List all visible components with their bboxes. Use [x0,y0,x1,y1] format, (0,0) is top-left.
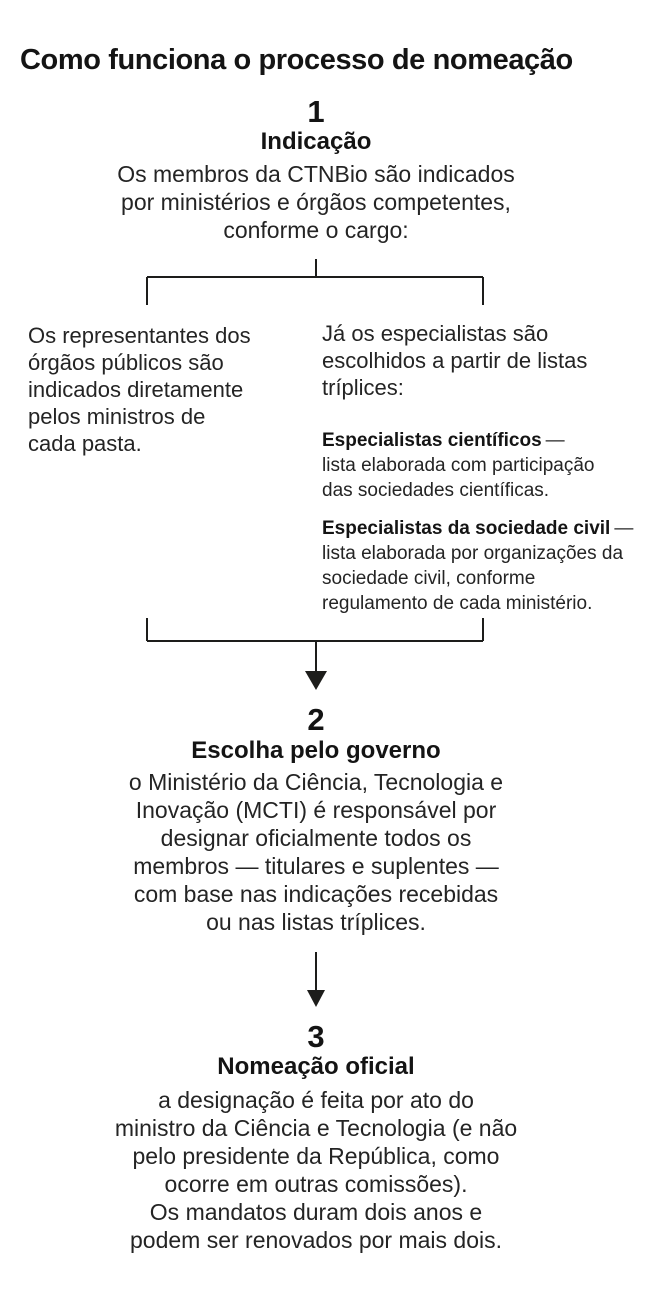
step-1-body: Os membros da CTNBio são indicados por m… [117,161,515,243]
specialist-civil-heading: Especialistas da sociedade civil— [322,516,660,541]
step-1-heading: Indicação [260,128,372,155]
step-1-number: 1 [307,94,325,129]
specialist-scientific-label: Especialistas científicos [322,430,542,451]
merge-bracket-arrow [146,618,484,690]
step-3-number: 3 [307,1019,325,1054]
branch-left-text: Os representantes dos órgãos públicos sã… [28,323,251,456]
em-dash: — [545,430,565,451]
branch-right-intro: Já os especialistas são escolhidos a par… [322,321,588,400]
em-dash: — [614,518,634,539]
step-2-body: o Ministério da Ciência, Tecnologia e In… [128,769,504,935]
step-3-heading: Nomeação oficial [217,1053,415,1080]
specialist-scientific-heading: Especialistas científicos— [322,428,660,453]
page-title: Como funciona o processo de nomeação [20,44,573,77]
specialist-scientific-desc: lista elaborada com participação das soc… [322,455,595,501]
split-bracket-connector [146,259,484,305]
step-3-body: a designação é feita por ato do ministro… [114,1087,518,1253]
specialist-civil-label: Especialistas da sociedade civil [322,518,611,539]
specialist-item-scientific: Especialistas científicos— lista elabora… [322,428,660,503]
step-2-heading: Escolha pelo governo [191,737,441,764]
flow-arrow-step2-step3 [307,952,325,1007]
specialist-item-civil-society: Especialistas da sociedade civil— lista … [322,516,660,616]
specialist-civil-desc: lista elaborada por organizações da soci… [322,543,624,614]
step-2-number: 2 [307,702,325,737]
